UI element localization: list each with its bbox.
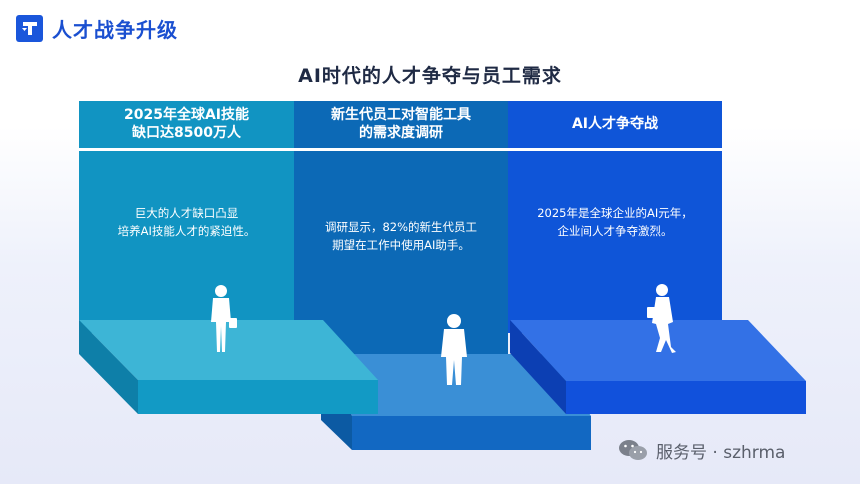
- column-3-bg: [508, 101, 722, 333]
- header-title: 人才战争升级: [52, 17, 178, 42]
- businesswoman-walking-icon: [647, 284, 676, 353]
- main-title: AI时代的人才争夺与员工需求: [298, 65, 562, 87]
- businessman-standing-icon: [441, 314, 467, 385]
- column-3-body: 2025年是全球企业的AI元年， 企业间人才争夺激烈。: [537, 206, 693, 238]
- platform-2-front: [352, 416, 591, 450]
- platform-1-top: [79, 320, 378, 380]
- platform-3-left: [510, 320, 566, 414]
- column-3-heading: AI人才争夺战: [571, 115, 659, 132]
- platform-1-left: [79, 320, 138, 414]
- column-2-bg: [294, 101, 508, 363]
- column-2-body: 调研显示，82%的新生代员工 期望在工作中使用AI助手。: [324, 220, 478, 252]
- platform-1-front: [138, 380, 378, 414]
- watermark-text: 服务号 · szhrma: [656, 442, 786, 463]
- businessman-briefcase-icon: [211, 285, 237, 352]
- column-1-body: 巨大的人才缺口凸显 培养AI技能人才的紧迫性。: [117, 206, 256, 238]
- header-divider: [79, 148, 722, 151]
- platform-3-front: [566, 381, 806, 414]
- column-2-heading: 新生代员工对智能工具 的需求度调研: [331, 106, 471, 141]
- header: 人才战争升级: [16, 13, 178, 43]
- watermark: 服务号 · szhrma: [618, 437, 785, 463]
- wechat-icon: [619, 440, 647, 460]
- column-1-heading: 2025年全球AI技能 缺口达8500万人: [123, 106, 249, 141]
- logo-icon: [16, 14, 43, 42]
- column-1-bg: [79, 101, 294, 333]
